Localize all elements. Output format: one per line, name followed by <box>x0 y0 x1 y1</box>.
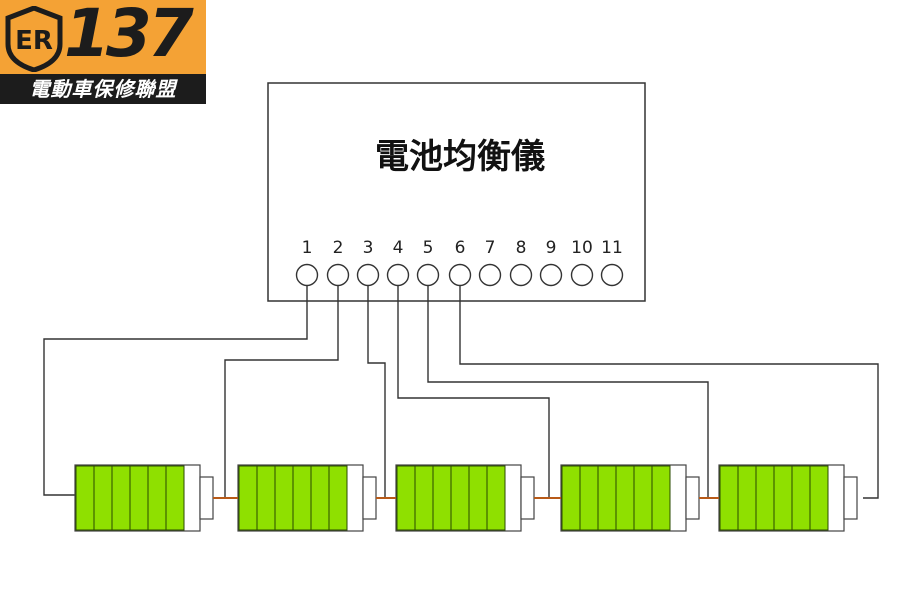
wire-port-5 <box>427 286 709 498</box>
battery-cell <box>93 465 113 531</box>
battery-cell <box>773 465 793 531</box>
battery-3 <box>395 464 535 532</box>
battery-cell <box>396 465 416 531</box>
port-label-3: 3 <box>363 238 374 258</box>
port-label-9: 9 <box>546 238 557 258</box>
wire-port-1 <box>43 286 308 496</box>
port-terminal-5 <box>416 263 440 287</box>
battery-cell <box>292 465 312 531</box>
port-label-6: 6 <box>455 238 466 258</box>
battery-cell <box>111 465 131 531</box>
brand-logo: ER 137 電動車保修聯盟 <box>0 0 206 104</box>
battery-terminal-cap <box>520 476 535 520</box>
battery-5 <box>718 464 858 532</box>
battery-cell <box>274 465 294 531</box>
battery-cell <box>737 465 757 531</box>
port-label-2: 2 <box>333 238 344 258</box>
port-label-8: 8 <box>516 238 527 258</box>
battery-terminal-cap <box>199 476 214 520</box>
battery-cell <box>791 465 811 531</box>
wire-port-6 <box>459 286 879 499</box>
shield-badge-icon: ER <box>5 6 63 72</box>
port-terminal-7 <box>478 263 502 287</box>
battery-cell <box>651 465 671 531</box>
battery-cell <box>561 465 581 531</box>
battery-cell <box>809 465 829 531</box>
badge-text: ER <box>15 26 53 56</box>
battery-cell <box>414 465 434 531</box>
port-terminal-4 <box>386 263 410 287</box>
battery-cell <box>256 465 276 531</box>
battery-4 <box>560 464 700 532</box>
battery-string <box>74 464 858 532</box>
device-title: 電池均衡儀 <box>375 137 545 177</box>
battery-cell <box>468 465 488 531</box>
port-terminal-11 <box>600 263 624 287</box>
battery-cell <box>147 465 167 531</box>
battery-terminal-cap <box>685 476 700 520</box>
port-terminal-3 <box>356 263 380 287</box>
battery-cell <box>165 465 185 531</box>
battery-cell <box>579 465 599 531</box>
battery-2 <box>237 464 377 532</box>
port-terminal-10 <box>570 263 594 287</box>
battery-1 <box>74 464 214 532</box>
port-terminal-9 <box>539 263 563 287</box>
logo-number: 137 <box>64 0 194 72</box>
port-terminal-6 <box>448 263 472 287</box>
battery-cell <box>755 465 775 531</box>
battery-cell <box>310 465 330 531</box>
port-label-10: 10 <box>571 238 593 258</box>
port-label-5: 5 <box>423 238 434 258</box>
logo-tagline: 電動車保修聯盟 <box>0 74 206 104</box>
battery-cell <box>129 465 149 531</box>
battery-cell <box>238 465 258 531</box>
wire-port-4 <box>397 286 550 498</box>
port-label-4: 4 <box>393 238 404 258</box>
battery-cell <box>597 465 617 531</box>
port-terminal-1 <box>295 263 319 287</box>
battery-cell <box>633 465 653 531</box>
battery-cell <box>328 465 348 531</box>
port-label-11: 11 <box>601 238 623 258</box>
battery-cell <box>719 465 739 531</box>
battery-terminal-cap <box>362 476 377 520</box>
battery-cell <box>75 465 95 531</box>
wire-port-3 <box>367 286 396 499</box>
port-label-7: 7 <box>485 238 496 258</box>
port-terminal-8 <box>509 263 533 287</box>
battery-cell <box>450 465 470 531</box>
wire-group <box>43 286 879 499</box>
battery-terminal-cap <box>843 476 858 520</box>
battery-cell <box>615 465 635 531</box>
port-terminal-2 <box>326 263 350 287</box>
battery-cell <box>486 465 506 531</box>
port-label-1: 1 <box>302 238 313 258</box>
battery-cell <box>432 465 452 531</box>
